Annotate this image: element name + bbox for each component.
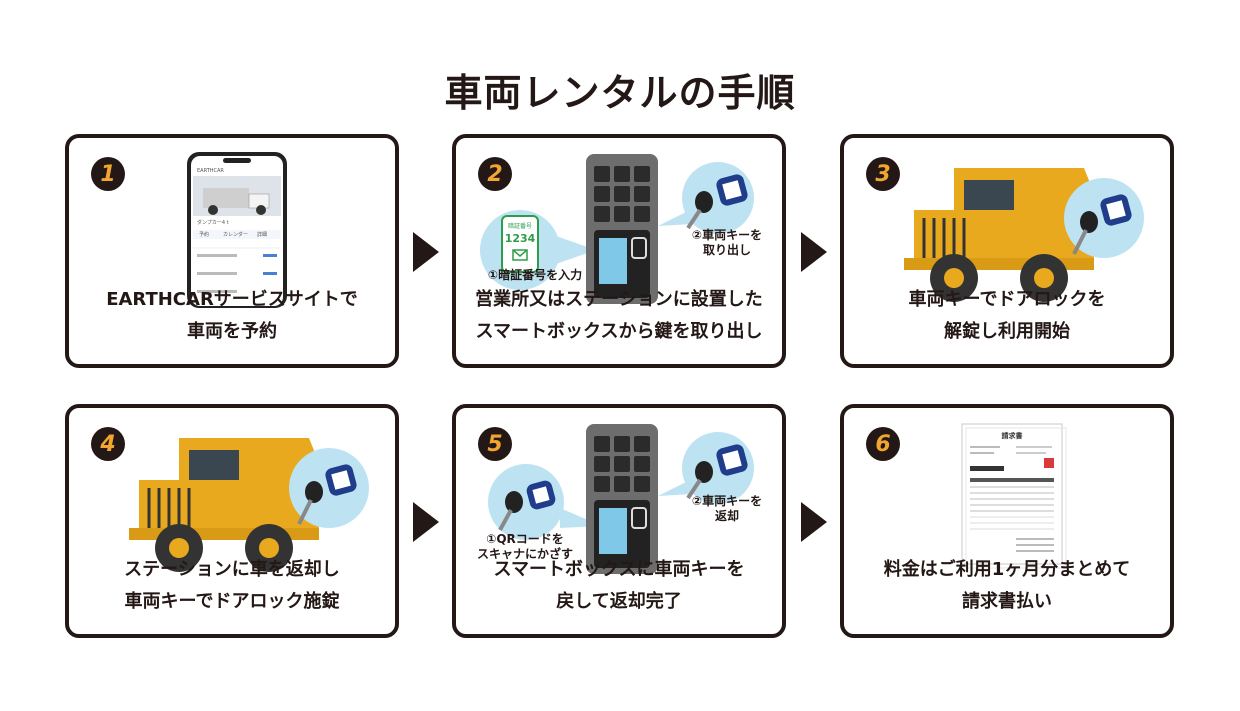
step-5-card: 5 ①QRコードを スキャナにかざす ②車両キーを 返却 スマートボックスに車両… (452, 404, 786, 638)
dump-truck-illustration (129, 438, 369, 572)
caption-line-2: 戻して返却完了 (556, 591, 682, 612)
pin-header-text: 暗証番号 (508, 222, 532, 230)
caption-line-2: 請求書払い (962, 591, 1052, 612)
caption-line-1: スマートボックスに車両キーを (493, 559, 745, 580)
key-step-label-line-2: 取り出し (702, 243, 751, 257)
step-number-badge: 5 (478, 427, 512, 461)
invoice-document-illustration: 請求書 (961, 423, 1067, 569)
step-1-card: 1 EARTHCAR ダンプカー4 t 予約 カレンダー 詳細 EARTHCAR… (65, 134, 399, 368)
key-step-label-line-1: ②車両キーを (691, 228, 763, 242)
tab-reserve: 予約 (199, 231, 209, 238)
tab-calendar: カレンダー (223, 231, 248, 238)
arrow-right-icon (413, 502, 439, 542)
step-caption: EARTHCARサービスサイトで 車両を予約 (69, 284, 395, 348)
step-caption: 料金はご利用1ヶ月分まとめて 請求書払い (844, 554, 1170, 618)
pin-step-label: ①暗証番号を入力 (487, 268, 583, 282)
dump-truck-illustration (904, 168, 1144, 302)
return-step-label: ②車両キーを 返却 (682, 494, 772, 524)
caption-line-2: スマートボックスから鍵を取り出し (475, 321, 763, 342)
caption-line-2: 車両キーでドアロック施錠 (124, 591, 340, 612)
arrow-right-icon (413, 232, 439, 272)
caption-line-2: 車両を予約 (187, 321, 277, 342)
caption-line-1: 営業所又はステーションに設置した (475, 289, 763, 310)
page-title: 車両レンタルの手順 (444, 71, 796, 115)
step-number-badge: 3 (866, 157, 900, 191)
arrow-right-icon (801, 502, 827, 542)
arrow-right-icon (801, 232, 827, 272)
step-number-badge: 6 (866, 427, 900, 461)
step-6-card: 6 請求書 料金はご利用1ヶ月分まとめて 請求書払い (840, 404, 1174, 638)
invoice-title-text: 請求書 (1002, 431, 1023, 440)
smart-box-illustration: 暗証番号 1234 (480, 154, 754, 304)
return-step-label-line-2: 返却 (714, 509, 739, 523)
step-caption: 車両キーでドアロックを 解錠し利用開始 (844, 284, 1170, 348)
smartphone-illustration: EARTHCAR ダンプカー4 t 予約 カレンダー 詳細 (187, 152, 287, 308)
caption-line-1: EARTHCARサービスサイトで (106, 289, 358, 310)
key-step-label: ②車両キーを 取り出し (682, 228, 772, 258)
caption-line-1: 車両キーでドアロックを (908, 289, 1106, 310)
qr-step-label-line-1: ①QRコードを (486, 532, 564, 546)
step-3-card: 3 車両キーでドアロックを 解錠し利用開始 (840, 134, 1174, 368)
step-caption: スマートボックスに車両キーを 戻して返却完了 (456, 554, 782, 618)
step-number-badge: 4 (91, 427, 125, 461)
return-step-label-line-1: ②車両キーを (691, 494, 763, 508)
step-4-card: 4 ステーションに車を返却し 車両キーでドアロック施錠 (65, 404, 399, 638)
caption-line-2: 解錠し利用開始 (944, 321, 1070, 342)
caption-line-1: 料金はご利用1ヶ月分まとめて (883, 559, 1131, 580)
step-caption: ステーションに車を返却し 車両キーでドアロック施錠 (69, 554, 395, 618)
step-number-badge: 1 (91, 157, 125, 191)
step-2-card: 2 暗証番号 1234 ①暗証番号を入力 ②車両キーを 取り出し 営業所又はステ… (452, 134, 786, 368)
smart-box-illustration (488, 424, 754, 574)
qr-step-label: ①QRコードを スキャナにかざす (460, 532, 590, 562)
tab-detail: 詳細 (257, 231, 267, 238)
app-brand-text: EARTHCAR (197, 168, 224, 174)
pin-code-text: 1234 (505, 232, 536, 245)
mail-icon (512, 249, 528, 261)
step-number-badge: 2 (478, 157, 512, 191)
qr-step-label-line-2: スキャナにかざす (476, 547, 573, 561)
step-caption: 営業所又はステーションに設置した スマートボックスから鍵を取り出し (456, 284, 782, 348)
vehicle-name-text: ダンプカー4 t (197, 219, 229, 226)
caption-line-1: ステーションに車を返却し (124, 559, 340, 580)
